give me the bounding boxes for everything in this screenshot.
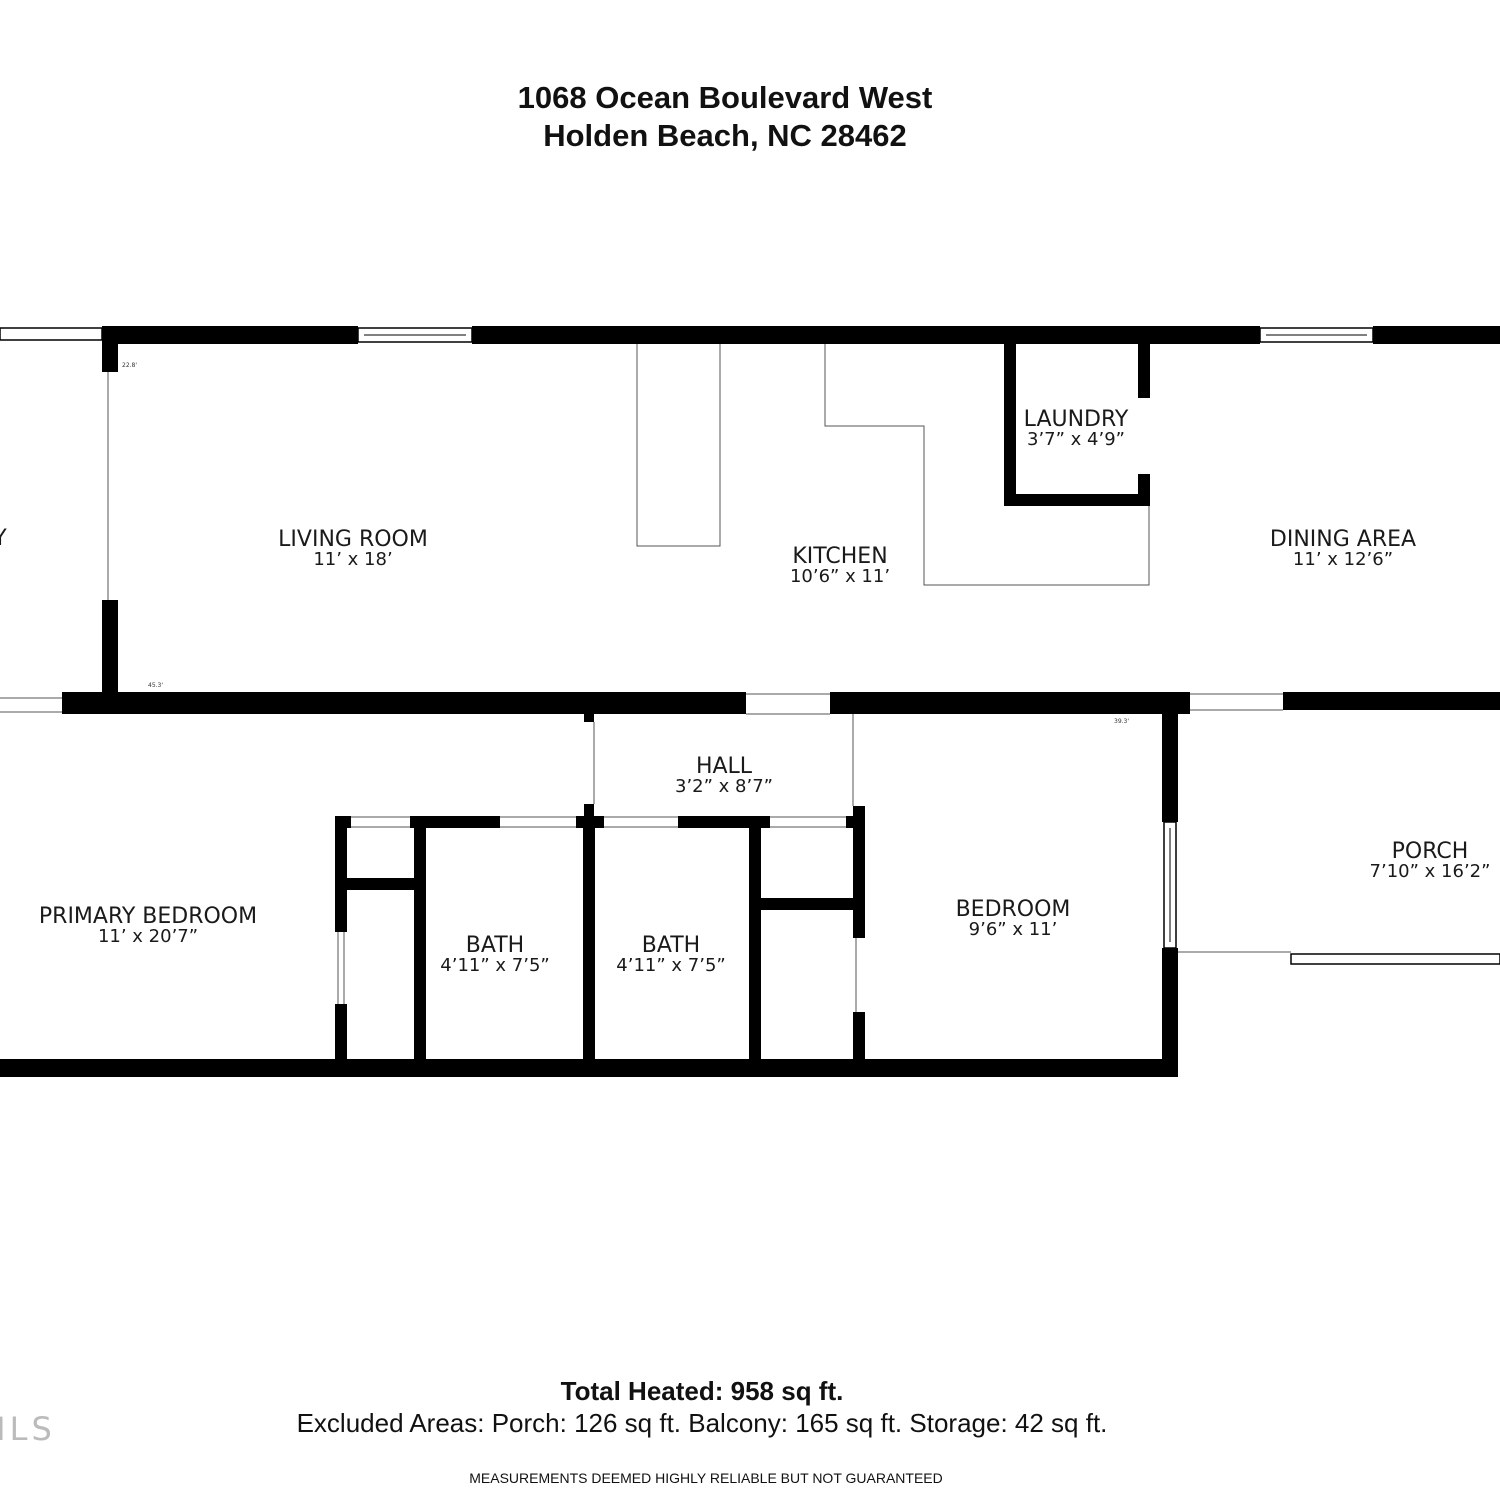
dining-area-dims: 11’ x 12’6” [1292, 549, 1394, 571]
marker-bedroom-corner: 39.3' [1114, 718, 1130, 725]
bath-2-label: BATH 4’11” x 7’5” [616, 934, 725, 976]
laundry-dims: 3’7” x 4’9” [1026, 429, 1125, 451]
bedroom-dims: 9’6” x 11’ [968, 919, 1058, 941]
bedroom-name: BEDROOM [955, 897, 1071, 922]
living-room-name: LIVING ROOM [278, 527, 428, 552]
hall-name: HALL [695, 754, 753, 779]
marker-living-top: 22.8' [122, 362, 138, 369]
bath-2-name: BATH [641, 933, 701, 958]
address-line-2: Holden Beach, NC 28462 [543, 118, 907, 153]
porch-dims: 7’10” x 16’2” [1369, 861, 1491, 883]
porch-label: PORCH 7’10” x 16’2” [1370, 840, 1491, 882]
bath-1-label: BATH 4’11” x 7’5” [440, 934, 549, 976]
bath-1-name: BATH [465, 933, 525, 958]
hall-dims: 3’2” x 8’7” [675, 776, 773, 798]
hall-label: HALL 3’2” x 8’7” [675, 755, 773, 797]
laundry-label: LAUNDRY 3’7” x 4’9” [1024, 408, 1129, 450]
dining-area-name: DINING AREA [1269, 527, 1417, 552]
balcony-partial-label: Y [0, 527, 7, 550]
excluded-areas: Excluded Areas: Porch: 126 sq ft. Balcon… [296, 1408, 1108, 1438]
kitchen-label: KITCHEN 10’6” x 11’ [790, 545, 890, 587]
bedroom-label: BEDROOM 9’6” x 11’ [956, 898, 1071, 940]
total-heated: Total Heated: 958 sq ft. [560, 1376, 844, 1406]
bath-2-dims: 4’11” x 7’5” [616, 955, 726, 977]
address-line-1: 1068 Ocean Boulevard West [517, 80, 933, 115]
mls-watermark: MLS [0, 1410, 56, 1448]
laundry-name: LAUNDRY [1023, 407, 1129, 432]
kitchen-dims: 10’6” x 11’ [789, 566, 891, 588]
marker-living-bottom: 45.3' [148, 682, 164, 689]
walls [0, 326, 1500, 1077]
disclaimer: MEASUREMENTS DEEMED HIGHLY RELIABLE BUT … [469, 1470, 943, 1486]
window-sashes [364, 334, 1367, 942]
living-room-label: LIVING ROOM 11’ x 18’ [278, 528, 428, 570]
porch-name: PORCH [1391, 839, 1469, 864]
bath-1-dims: 4’11” x 7’5” [440, 955, 550, 977]
dining-area-label: DINING AREA 11’ x 12’6” [1270, 528, 1416, 570]
primary-bedroom-dims: 11’ x 20’7” [97, 926, 199, 948]
primary-bedroom-name: PRIMARY BEDROOM [38, 904, 258, 929]
kitchen-name: KITCHEN [792, 544, 888, 569]
primary-bedroom-label: PRIMARY BEDROOM 11’ x 20’7” [39, 905, 257, 947]
living-room-dims: 11’ x 18’ [313, 549, 393, 571]
thin-lines [0, 344, 1291, 1012]
